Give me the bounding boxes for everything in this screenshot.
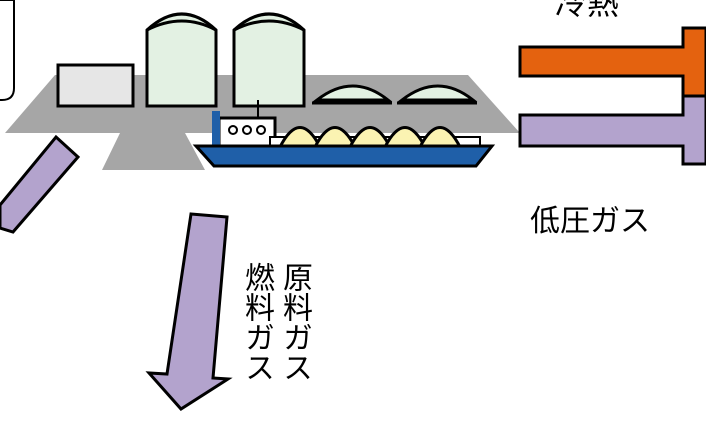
cold-energy-label: 冷熱 [555,0,620,22]
storage-tank-icon [232,12,306,108]
dome-tank-icon [312,84,393,105]
storage-tank-icon [145,12,218,108]
callout-box [0,0,15,101]
building-icon [56,63,135,108]
fuel-gas-label: 燃料ガス [239,262,274,382]
inflow-arrow-icon [0,134,81,234]
raw-gas-label: 原料ガス [277,262,312,382]
dome-tank-icon [397,84,478,105]
cold-energy-arrow-icon [518,26,706,98]
low-pressure-gas-label: 低圧ガス [530,204,650,239]
low-pressure-gas-arrow-icon [518,94,706,166]
fuel-gas-arrow-icon [145,212,233,411]
lng-carrier-ship-icon [192,100,496,168]
